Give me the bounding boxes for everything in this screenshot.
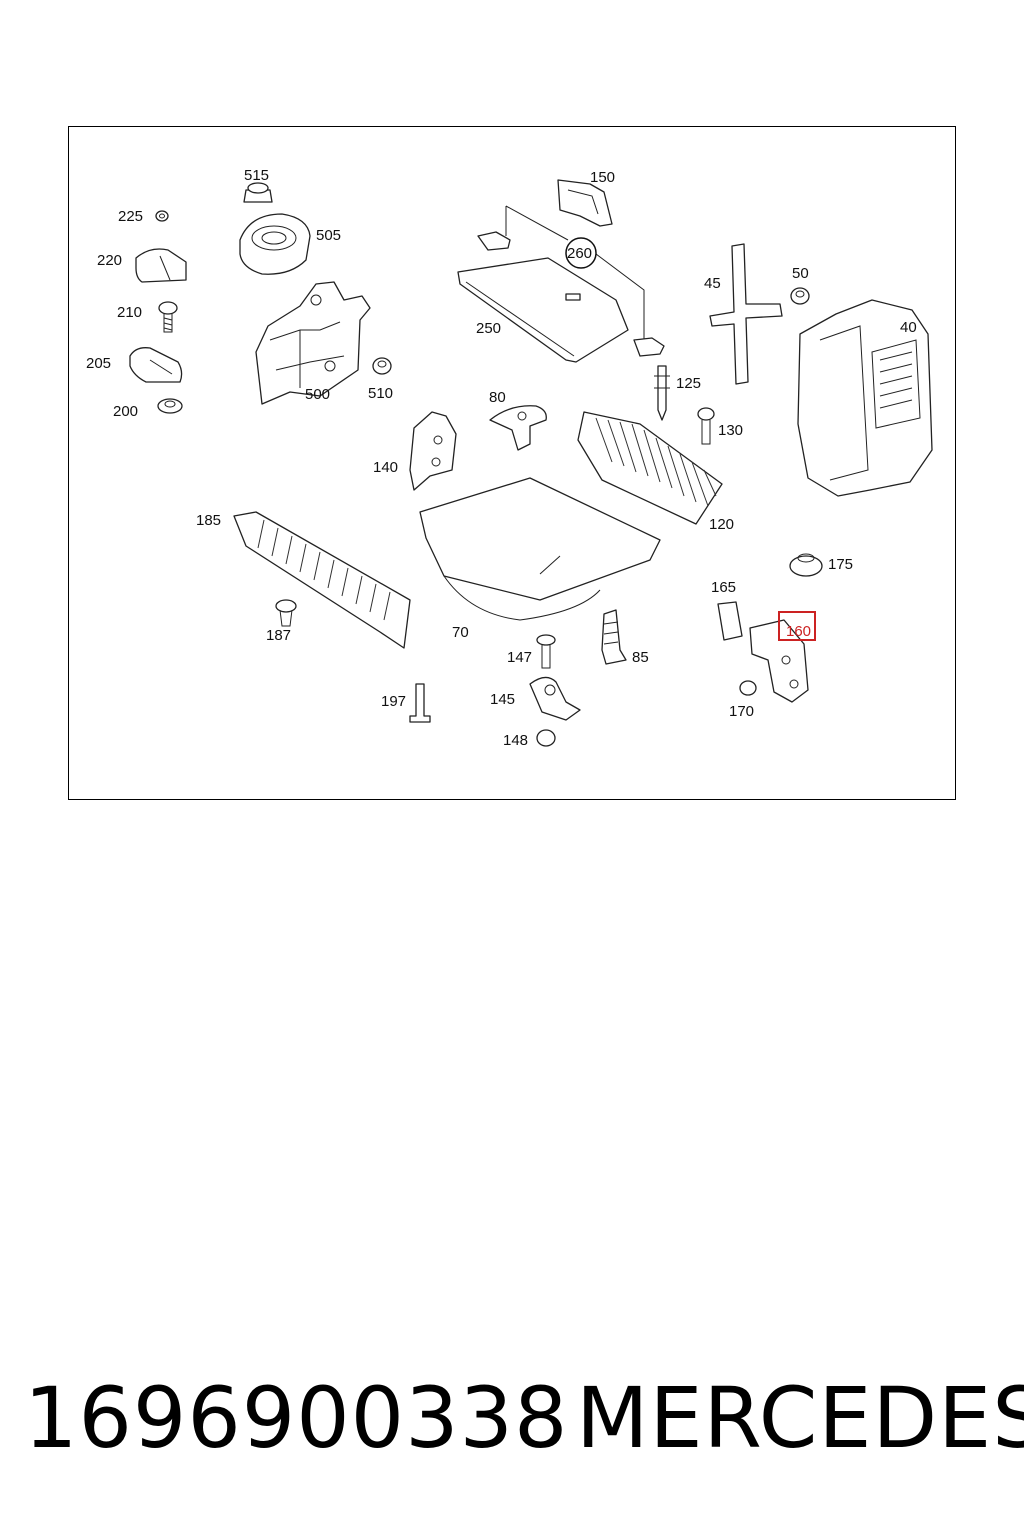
part-197 [409, 683, 431, 723]
part-175 [789, 553, 823, 577]
part-185 [233, 511, 411, 649]
callout-160: 160 [786, 623, 811, 640]
part-165 [717, 601, 743, 641]
callout-505: 505 [316, 227, 341, 244]
callout-260: 260 [567, 245, 592, 262]
callout-250: 250 [476, 320, 501, 337]
callout-197: 197 [381, 693, 406, 710]
callout-80: 80 [489, 389, 506, 406]
callout-515: 515 [244, 167, 269, 184]
callout-260-circle [565, 237, 597, 269]
part-210 [158, 301, 178, 333]
callout-185: 185 [196, 512, 221, 529]
part-125 [654, 365, 670, 421]
parts-diagram: 515 225 505 220 210 205 200 500 510 150 … [86, 167, 933, 749]
callout-210: 210 [117, 304, 142, 321]
part-187 [275, 599, 297, 627]
callout-200: 200 [113, 403, 138, 420]
part-200 [157, 398, 183, 414]
callout-160-highlight-box [778, 611, 816, 641]
part-150 [557, 179, 613, 227]
callout-500: 500 [305, 386, 330, 403]
part-505 [239, 213, 311, 275]
callout-140: 140 [373, 459, 398, 476]
part-120 [577, 411, 723, 525]
part-85 [601, 609, 627, 665]
callout-120: 120 [709, 516, 734, 533]
part-145 [529, 676, 581, 721]
brand-name: MERCEDES [576, 1369, 1024, 1467]
callout-85: 85 [632, 649, 649, 666]
part-50 [790, 287, 810, 305]
callout-130: 130 [718, 422, 743, 439]
part-130 [697, 407, 715, 445]
callout-165: 165 [711, 579, 736, 596]
callout-187: 187 [266, 627, 291, 644]
part-260-clips [477, 231, 665, 357]
callout-205: 205 [86, 355, 111, 372]
part-70 [419, 477, 661, 621]
callout-220: 220 [97, 252, 122, 269]
part-500 [255, 281, 371, 405]
callout-145: 145 [490, 691, 515, 708]
callout-70: 70 [452, 624, 469, 641]
part-225 [155, 210, 169, 222]
callout-150: 150 [590, 169, 615, 186]
part-515 [243, 182, 273, 203]
callout-170: 170 [729, 703, 754, 720]
part-40 [797, 299, 933, 497]
callout-148: 148 [503, 732, 528, 749]
part-510 [372, 357, 392, 375]
part-250 [457, 257, 629, 363]
part-80 [489, 405, 547, 451]
part-number: 1696900338 [24, 1369, 569, 1467]
callout-125: 125 [676, 375, 701, 392]
part-170 [739, 680, 757, 696]
part-147 [536, 634, 556, 669]
part-148 [536, 729, 556, 747]
part-220 [135, 248, 187, 283]
footer-caption: 1696900338 MERCEDES [0, 1368, 1024, 1468]
callout-225: 225 [118, 208, 143, 225]
callout-50: 50 [792, 265, 809, 282]
callout-175: 175 [828, 556, 853, 573]
part-205 [129, 347, 183, 383]
part-45 [709, 243, 783, 385]
callout-40: 40 [900, 319, 917, 336]
callout-labels: 515 225 505 220 210 205 200 500 510 150 … [86, 167, 917, 749]
callout-147: 147 [507, 649, 532, 666]
diagram-frame [68, 126, 956, 800]
callout-510: 510 [368, 385, 393, 402]
callout-45: 45 [704, 275, 721, 292]
part-140 [409, 411, 457, 491]
group-260-lines [505, 205, 645, 340]
